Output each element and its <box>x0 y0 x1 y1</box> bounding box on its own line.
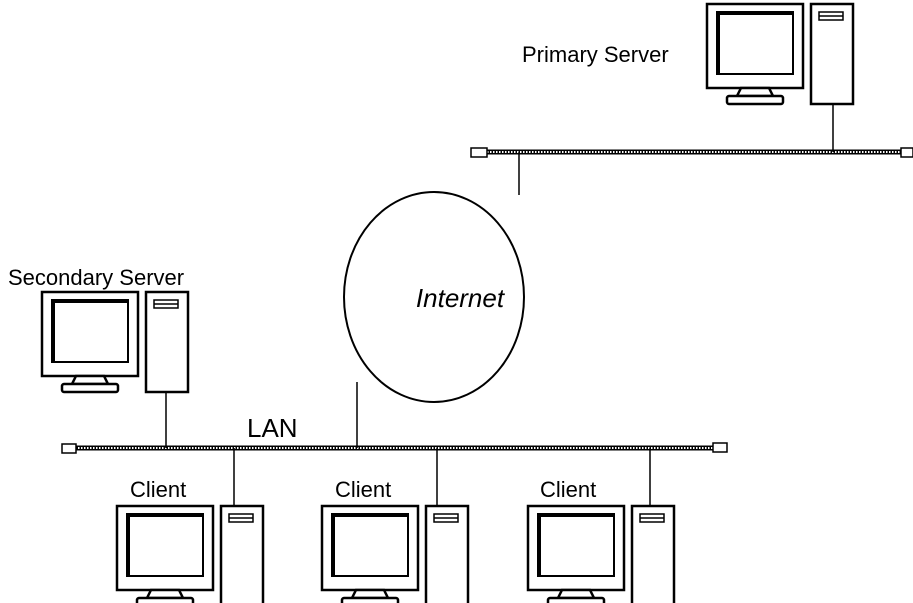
primary-server-label: Primary Server <box>522 42 669 67</box>
primary-network-bus <box>470 147 913 158</box>
client-3-label: Client <box>540 477 596 502</box>
lan-bus <box>61 442 728 454</box>
primary-server-computer <box>705 2 855 106</box>
client-1-computer <box>115 504 265 603</box>
lan-label: LAN <box>247 413 298 443</box>
client-3-computer <box>526 504 676 603</box>
secondary-server-computer <box>40 290 190 394</box>
internet-cloud <box>343 191 525 403</box>
secondary-server-label: Secondary Server <box>8 265 184 290</box>
internet-label: Internet <box>416 283 506 313</box>
client-2-computer <box>320 504 470 603</box>
client-2-label: Client <box>335 477 391 502</box>
client-1-label: Client <box>130 477 186 502</box>
